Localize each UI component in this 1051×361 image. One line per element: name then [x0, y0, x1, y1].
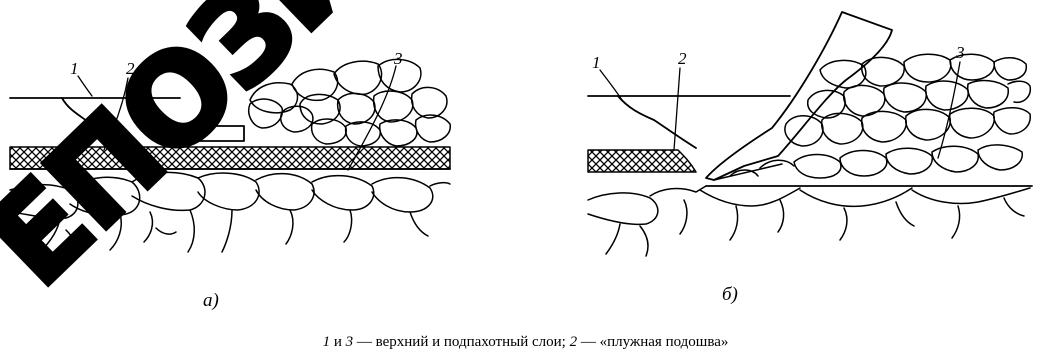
- panel-a-topsoil-boundary: [62, 98, 134, 146]
- caption-desc-1: — верхний и подпахотный слои;: [353, 334, 569, 350]
- caption-layer-2: 2: [570, 334, 578, 350]
- panel-b: [588, 12, 1032, 256]
- panel-a-subsoil: [10, 172, 450, 252]
- panel-a-callout-1: 1: [70, 59, 79, 78]
- caption-layer-1: 1: [323, 334, 331, 350]
- panel-a-callout-2: 2: [126, 59, 135, 78]
- panel-b-callout-3: 3: [955, 43, 965, 62]
- panel-b-label: б): [722, 284, 738, 305]
- panel-b-topsoil-boundary: [618, 96, 696, 148]
- panel-a-label: а): [203, 290, 219, 311]
- figure-caption: 1 и 3 — верхний и подпахотный слои; 2 — …: [0, 334, 1051, 351]
- panel-b-callout-1: 1: [592, 53, 601, 72]
- panel-a: [10, 59, 450, 252]
- panel-a-callout-3: 3: [393, 49, 403, 68]
- panel-a-clods: [249, 59, 451, 146]
- caption-desc-2: — «плужная подошва»: [577, 334, 728, 350]
- panel-b-clods: [730, 54, 1030, 178]
- panel-b-plow-pan: [588, 150, 696, 172]
- caption-layer-3: 3: [346, 334, 354, 350]
- panel-a-plow-pan: [10, 147, 450, 169]
- panel-b-callout-2: 2: [678, 49, 687, 68]
- panel-a-leader-1: [78, 76, 92, 96]
- panel-b-subsoil: [588, 186, 1030, 256]
- panel-a-leader-2: [104, 78, 128, 150]
- panel-a-tool-block: [172, 126, 244, 141]
- caption-and: и: [330, 334, 346, 350]
